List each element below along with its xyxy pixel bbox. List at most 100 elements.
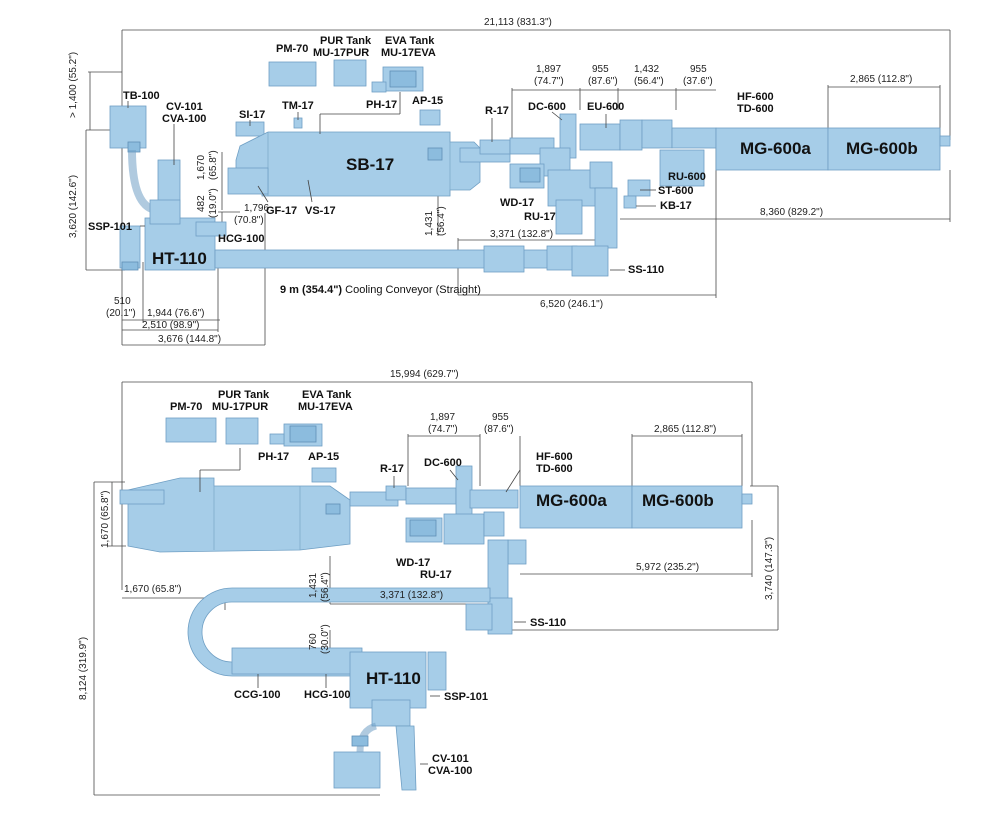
cooling-conveyor xyxy=(214,249,598,269)
pm70-label: PM-70 xyxy=(276,43,308,55)
top-tb-height: > 1,400 (55.2") xyxy=(68,52,79,118)
gf17-unit xyxy=(227,167,269,195)
bottom-labels: PM-70 PUR Tank MU-17PUR EVA Tank MU-17EV… xyxy=(170,389,714,777)
mg600b-unit xyxy=(827,127,941,171)
bottom-layout: PM-70 PUR Tank MU-17PUR EVA Tank MU-17EV… xyxy=(78,369,779,796)
top-d3676: 3,676 (144.8") xyxy=(158,334,221,345)
eva-tank-label-1: EVA Tank xyxy=(385,35,435,47)
bottom-ssp101-label: SSP-101 xyxy=(444,691,488,703)
bottom-ss110-label: SS-110 xyxy=(530,617,566,629)
top-r17-len-b: (74.7") xyxy=(534,76,564,87)
td600-label: TD-600 xyxy=(737,103,774,115)
st600-label: ST-600 xyxy=(658,185,693,197)
bottom-mg-len: 2,865 (112.8") xyxy=(654,424,716,435)
bottom-hf600-label: HF-600 xyxy=(536,451,573,463)
bottom-ccg100-label: CCG-100 xyxy=(234,689,280,701)
bottom-total-width: 15,994 (629.7") xyxy=(390,369,459,380)
mg600b-label: MG-600b xyxy=(846,139,918,158)
top-dc-len-a: 955 xyxy=(592,64,609,75)
bottom-cva100-label: CVA-100 xyxy=(428,765,472,777)
top-sb-height-b: (65.8") xyxy=(208,150,219,180)
bottom-mg600a-unit xyxy=(519,485,633,529)
ht110-label: HT-110 xyxy=(152,249,207,268)
top-gap-c-a: 1,796 xyxy=(244,203,269,214)
top-d510-a: 510 xyxy=(114,296,131,307)
eva-tank-label-2: MU-17EVA xyxy=(381,47,436,59)
bottom-sb17-body xyxy=(127,477,351,553)
eu600-unit xyxy=(579,123,621,151)
wd17-label: WD-17 xyxy=(500,197,534,209)
top-hf-len-b: (37.6") xyxy=(683,76,713,87)
bottom-pur-tank-label-2: MU-17PUR xyxy=(212,401,268,413)
ssp101-label: SSP-101 xyxy=(88,221,132,233)
pur-tank-unit xyxy=(333,59,367,87)
bottom-ru17-label: RU-17 xyxy=(420,569,452,581)
bottom-ap15-unit xyxy=(311,467,337,483)
bottom-ssp101-unit xyxy=(427,651,447,691)
top-conv-v-a: 1,431 xyxy=(424,211,435,236)
top-mid-len: 3,371 (132.8") xyxy=(490,229,553,240)
ru600-unit xyxy=(659,149,705,187)
bottom-left-len: 1,670 (65.8") xyxy=(124,584,181,595)
bottom-sb-height: 1,670 (65.8") xyxy=(100,491,111,548)
pur-tank-label-2: MU-17PUR xyxy=(313,47,369,59)
bottom-conv-v-a: 1,431 xyxy=(308,573,319,598)
gf17-label: GF-17 xyxy=(266,205,297,217)
ap15-label: AP-15 xyxy=(412,95,443,107)
si17-label: SI-17 xyxy=(239,109,265,121)
top-d1944: 1,944 (76.6") xyxy=(147,308,204,319)
bottom-machines xyxy=(119,417,753,791)
top-left-height: 3,620 (142.6") xyxy=(68,175,79,238)
r17-label: R-17 xyxy=(485,105,509,117)
ss110-unit xyxy=(571,245,609,277)
vs17-label: VS-17 xyxy=(305,205,336,217)
r17-unit xyxy=(479,139,511,155)
top-eu-len-a: 1,432 xyxy=(634,64,659,75)
bottom-d760-a: 760 xyxy=(308,633,319,650)
eu600-label: EU-600 xyxy=(587,101,624,113)
bottom-r17-len-a: 1,897 xyxy=(430,412,455,423)
top-dimension-texts: 21,113 (831.3") > 1,400 (55.2") 3,620 (1… xyxy=(68,17,912,345)
bottom-mg600a-label: MG-600a xyxy=(536,491,607,510)
bottom-r17-label: R-17 xyxy=(380,463,404,475)
conveyor-label-bold: 9 m (354.4") xyxy=(280,284,342,296)
bottom-right-height: 3,740 (147.3") xyxy=(764,537,775,600)
top-right-len: 8,360 (829.2") xyxy=(760,207,823,218)
top-labels: PM-70 PUR Tank MU-17PUR EVA Tank MU-17EV… xyxy=(88,35,918,296)
cva100-label: CVA-100 xyxy=(162,113,206,125)
top-hf-len-a: 955 xyxy=(690,64,707,75)
tm17-label: TM-17 xyxy=(282,100,314,112)
ru17-label: RU-17 xyxy=(524,211,556,223)
bottom-mg600b-unit xyxy=(631,485,743,529)
top-gap-c-b: (70.8") xyxy=(234,215,264,226)
pur-tank-label-1: PUR Tank xyxy=(320,35,372,47)
bottom-ht110-label: HT-110 xyxy=(366,669,421,688)
top-dimension-lines xyxy=(85,29,951,346)
top-machines xyxy=(109,59,951,277)
mg600a-label: MG-600a xyxy=(740,139,811,158)
bottom-right-len: 5,972 (235.2") xyxy=(636,562,699,573)
hcg100-label: HCG-100 xyxy=(218,233,264,245)
bottom-cv101-unit xyxy=(333,751,381,789)
conveyor-label-rest: Cooling Conveyor (Straight) xyxy=(342,284,481,296)
top-gap-a: 482 xyxy=(196,195,207,212)
bottom-eva-tank-label-1: EVA Tank xyxy=(302,389,352,401)
bottom-ph17-unit xyxy=(269,433,285,445)
bottom-r17-unit xyxy=(385,485,407,501)
hcg100-unit xyxy=(195,221,227,237)
bottom-mg600b-label: MG-600b xyxy=(642,491,714,510)
ru600-label: RU-600 xyxy=(668,171,706,183)
bottom-dc-len-a: 955 xyxy=(492,412,509,423)
ph17-label: PH-17 xyxy=(366,99,397,111)
ss110-label: SS-110 xyxy=(628,264,664,276)
bottom-dimension-texts: 15,994 (629.7") 8,124 (319.9") 1,670 (65… xyxy=(78,369,775,700)
bottom-ph17-label: PH-17 xyxy=(258,451,289,463)
top-conv-v-b: (56.4") xyxy=(436,206,447,236)
bottom-mid-len: 3,371 (132.8") xyxy=(380,590,443,601)
bottom-left-height: 8,124 (319.9") xyxy=(78,637,89,700)
bottom-dc600-label: DC-600 xyxy=(424,457,462,469)
kb17-label: KB-17 xyxy=(660,200,692,212)
dc600-label: DC-600 xyxy=(528,101,566,113)
bottom-td600-label: TD-600 xyxy=(536,463,573,475)
